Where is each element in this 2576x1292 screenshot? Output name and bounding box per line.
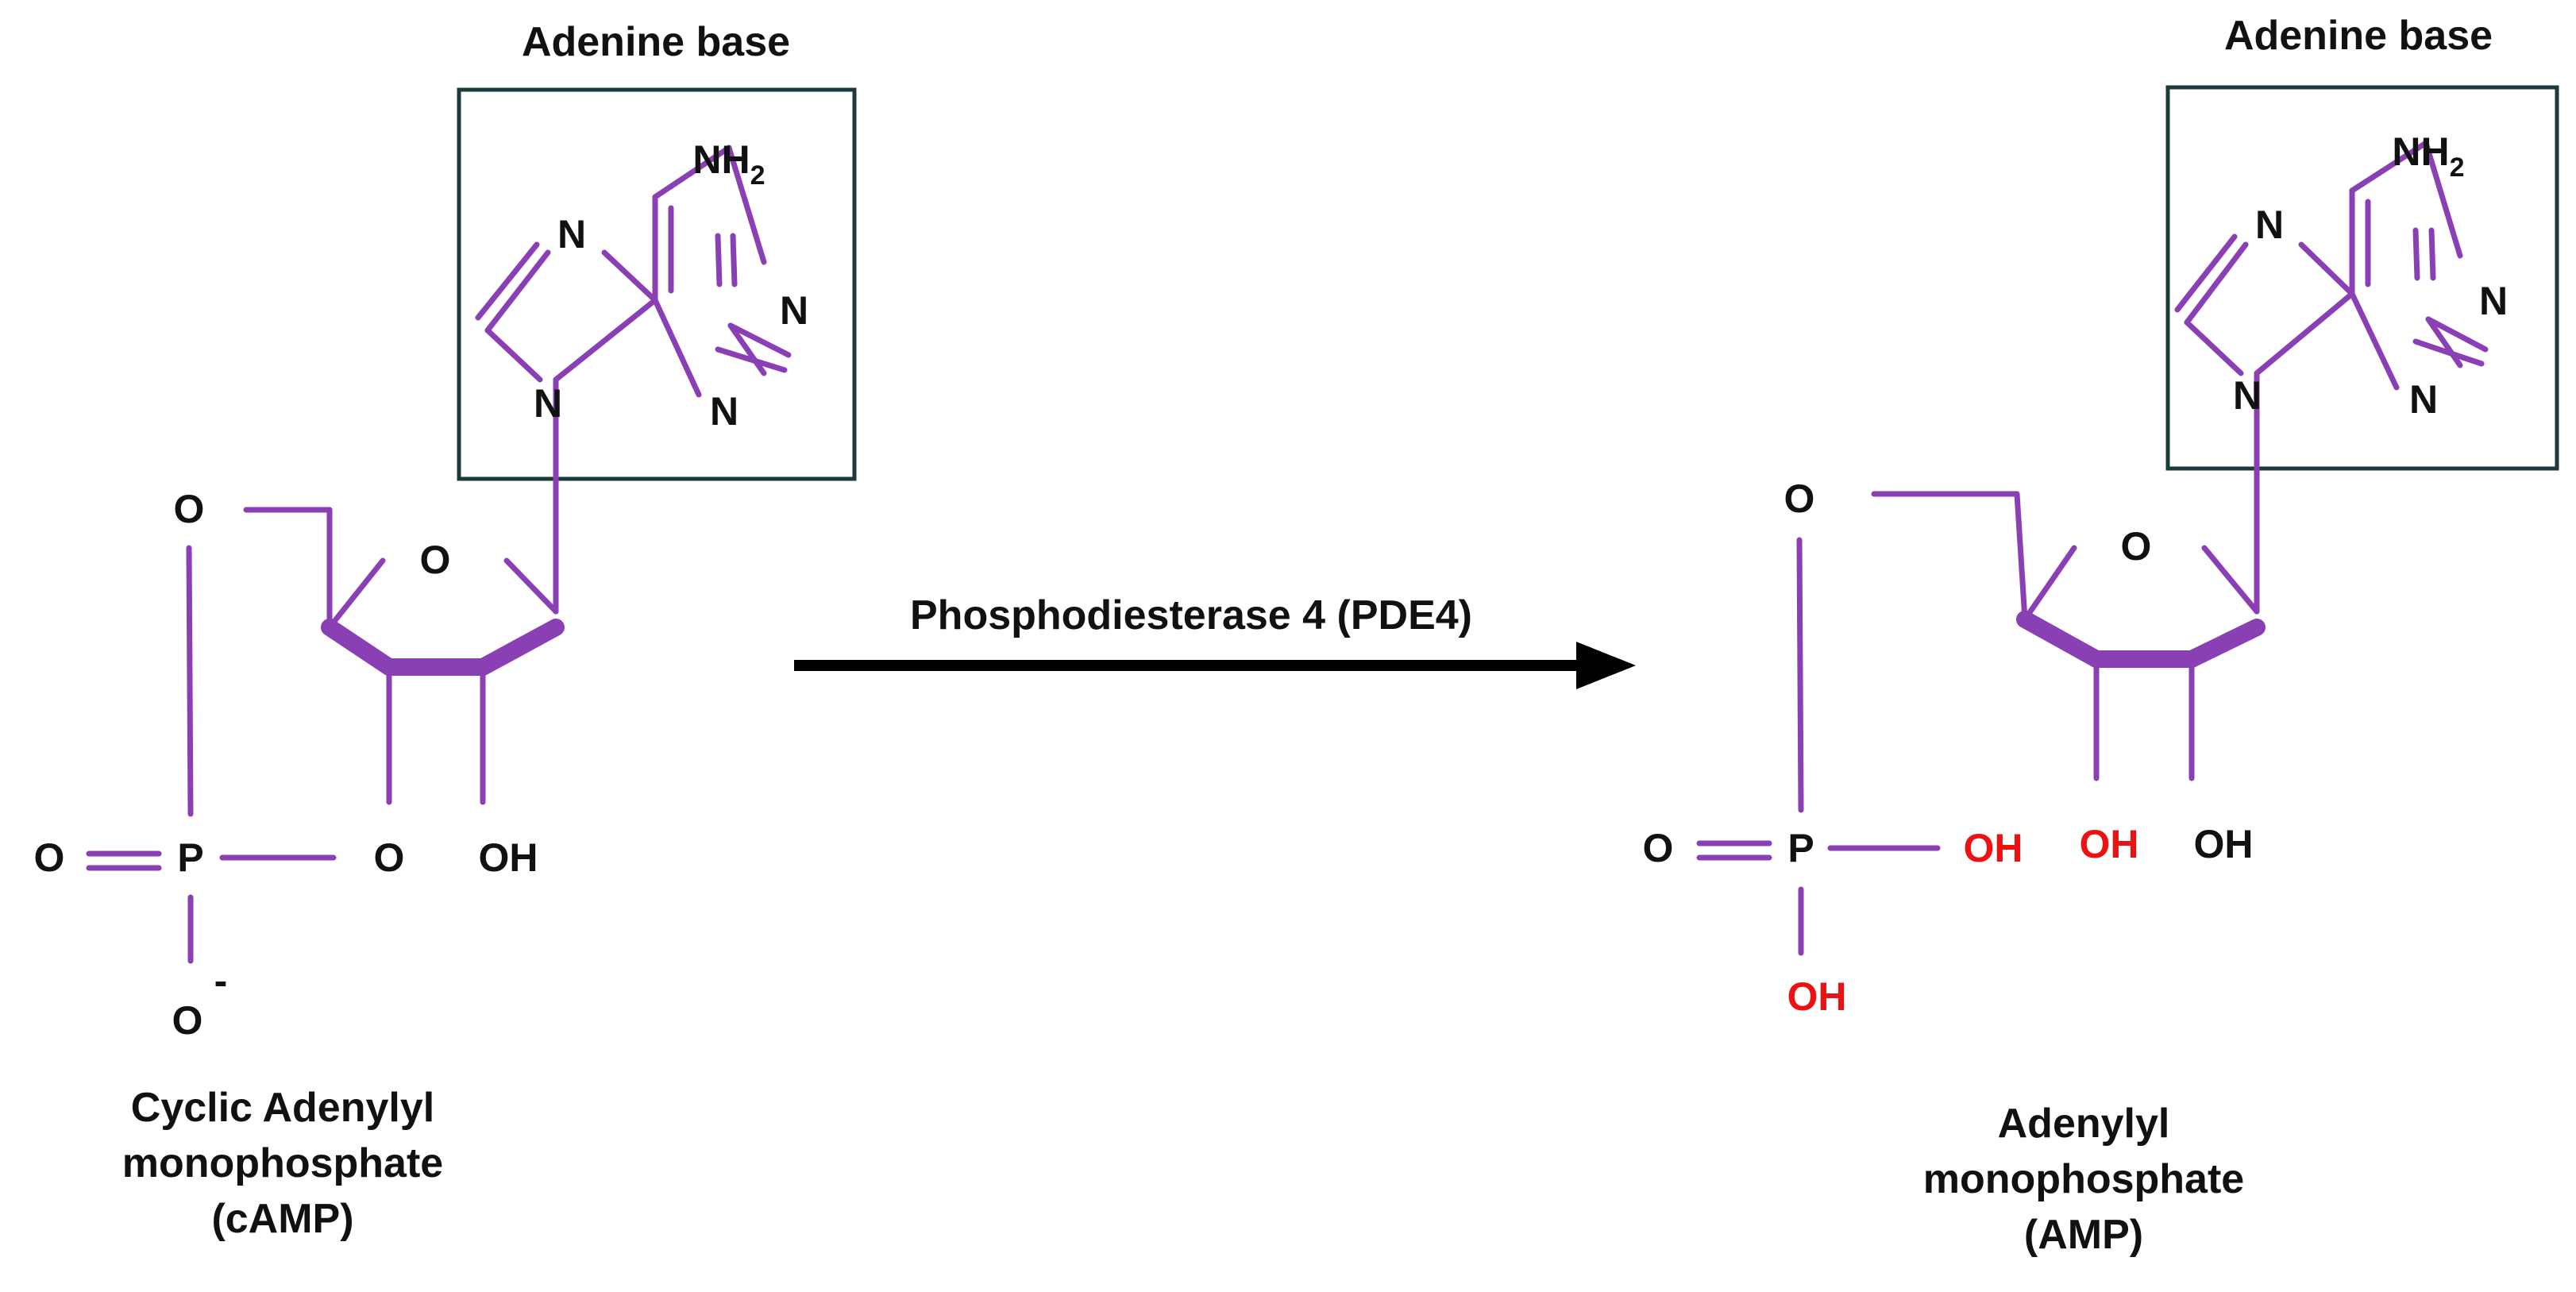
left-o5: O (174, 487, 205, 531)
right-n1: N (2479, 279, 2508, 323)
right-adenine-bonds (2174, 140, 2489, 615)
right-adenine-box (2165, 85, 2559, 471)
amp-name-line-3: (AMP) (2024, 1212, 2143, 1258)
left-sugar-bonds (86, 507, 565, 964)
camp-name-line-2: monophosphate (122, 1140, 443, 1186)
left-o3: O (374, 835, 405, 880)
right-sugar-bonds (1696, 491, 2266, 956)
amp-molecule: Adenine base (1643, 13, 2559, 1258)
left-adenine-base-label: Adenine base (522, 19, 790, 65)
left-o-double: O (34, 835, 65, 880)
right-phosphate-oh: OH (1964, 826, 2023, 870)
arrow-head (1576, 642, 1636, 689)
camp-molecule: Adenine base (34, 19, 857, 1242)
amp-name-line-2: monophosphate (1923, 1156, 2244, 1202)
right-n7: N (2255, 202, 2284, 247)
left-atom-labels: NH2 N N N N O O O OH P O O - (34, 137, 809, 1043)
right-phosphate-oh-bottom: OH (1787, 974, 1847, 1019)
left-nh2: NH2 (692, 137, 765, 191)
left-n3: N (710, 389, 738, 434)
right-n9: N (2233, 373, 2262, 418)
right-ring-oxygen: O (2121, 524, 2152, 569)
right-nh2: NH2 (2392, 129, 2464, 183)
left-phosphorus: P (177, 835, 203, 880)
left-n1: N (780, 288, 808, 333)
left-adenine-bonds (475, 145, 792, 615)
right-atom-labels: NH2 N N N N O O P O OH OH OH OH (1643, 129, 2509, 1019)
enzyme-label: Phosphodiesterase 4 (PDE4) (910, 592, 1472, 638)
right-adenine-base-label: Adenine base (2224, 13, 2493, 59)
camp-name: Cyclic Adenylyl monophosphate (cAMP) (122, 1085, 443, 1242)
camp-name-line-3: (cAMP) (211, 1196, 353, 1242)
left-n9: N (534, 381, 562, 426)
left-o-minus: O (172, 998, 203, 1043)
right-n3: N (2409, 377, 2438, 422)
amp-name: Adenylyl monophosphate (AMP) (1923, 1101, 2244, 1258)
left-ring-oxygen: O (420, 538, 451, 582)
left-n7: N (557, 212, 586, 256)
reaction-arrow: Phosphodiesterase 4 (PDE4) (794, 592, 1636, 689)
right-phosphorus: P (1787, 826, 1814, 870)
left-adenine-box (457, 87, 857, 481)
right-o5: O (1784, 476, 1815, 521)
left-minus-charge: - (214, 958, 228, 1003)
right-o-double: O (1643, 826, 1674, 870)
right-2-oh: OH (2194, 822, 2254, 866)
right-3-oh: OH (2080, 822, 2139, 866)
left-oh2: OH (479, 835, 538, 880)
camp-name-line-1: Cyclic Adenylyl (131, 1085, 434, 1131)
amp-name-line-1: Adenylyl (1998, 1101, 2170, 1147)
